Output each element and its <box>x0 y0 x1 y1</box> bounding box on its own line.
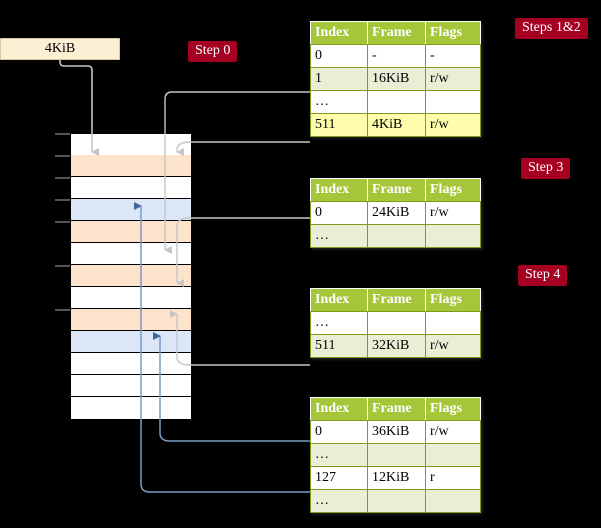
table-pt: Index Frame Flags 0 36KiB r/w … 127 12Ki… <box>310 397 481 513</box>
cell-index: 511 <box>310 113 368 137</box>
cell-flags: r/w <box>425 201 481 225</box>
cell-flags: r/w <box>425 420 481 444</box>
badge-step-4: Step 4 <box>518 265 568 286</box>
column-header-index: Index <box>310 21 368 45</box>
column-header-index: Index <box>310 397 368 421</box>
column-header-index: Index <box>310 288 368 312</box>
table-row: 511 32KiB r/w <box>310 334 481 358</box>
table-pml4: Index Frame Flags 0 - - 1 16KiB r/w … <box>310 21 481 137</box>
cell-index: 1 <box>310 67 368 91</box>
column-header-frame: Frame <box>367 21 426 45</box>
cell-frame <box>367 311 426 335</box>
memory-row <box>71 375 191 397</box>
source-frame-label: 4KiB <box>44 41 76 56</box>
memory-row <box>71 155 191 177</box>
cell-frame: 12KiB <box>367 466 426 490</box>
table-row: 1 16KiB r/w <box>310 67 481 91</box>
badge-steps-1-2: Steps 1&2 <box>515 18 588 39</box>
memory-row <box>71 397 191 419</box>
badge-step-3: Step 3 <box>521 158 571 179</box>
memory-tick <box>55 309 71 311</box>
cell-index: 0 <box>310 420 368 444</box>
cell-index: … <box>310 224 368 248</box>
memory-row <box>71 265 191 287</box>
cell-index: 0 <box>310 44 368 68</box>
memory-row <box>71 221 191 243</box>
cell-flags: r <box>425 466 481 490</box>
cell-frame: 16KiB <box>367 67 426 91</box>
cell-frame <box>367 90 426 114</box>
table-row: … <box>310 489 481 513</box>
cell-flags: r/w <box>425 334 481 358</box>
memory-tick <box>55 199 71 201</box>
table-header-row: Index Frame Flags <box>310 288 481 312</box>
cell-index: 0 <box>310 201 368 225</box>
cell-frame <box>367 224 426 248</box>
table-row: … <box>310 443 481 467</box>
cell-flags <box>425 90 481 114</box>
memory-row <box>71 177 191 199</box>
cell-frame: 36KiB <box>367 420 426 444</box>
cell-flags: r/w <box>425 67 481 91</box>
table-row: 0 - - <box>310 44 481 68</box>
cell-frame <box>367 489 426 513</box>
column-header-flags: Flags <box>425 288 481 312</box>
table-row: 0 24KiB r/w <box>310 201 481 225</box>
cell-frame: 24KiB <box>367 201 426 225</box>
cell-index: … <box>310 489 368 513</box>
column-header-frame: Frame <box>367 178 426 202</box>
cell-flags <box>425 224 481 248</box>
table-row: 127 12KiB r <box>310 466 481 490</box>
table-header-row: Index Frame Flags <box>310 397 481 421</box>
cell-index: … <box>310 443 368 467</box>
cell-frame: 4KiB <box>367 113 426 137</box>
table-row: … <box>310 311 481 335</box>
column-header-index: Index <box>310 178 368 202</box>
column-header-flags: Flags <box>425 397 481 421</box>
memory-tick <box>55 265 71 267</box>
table-pdpt: Index Frame Flags 0 24KiB r/w … <box>310 178 481 248</box>
table-row: 0 36KiB r/w <box>310 420 481 444</box>
cell-flags <box>425 443 481 467</box>
cell-frame: - <box>367 44 426 68</box>
cell-flags: - <box>425 44 481 68</box>
memory-tick <box>55 177 71 179</box>
wire-step4 <box>170 310 310 366</box>
cell-index: 127 <box>310 466 368 490</box>
cell-frame: 32KiB <box>367 334 426 358</box>
memory-row <box>71 287 191 309</box>
cell-flags: r/w <box>425 113 481 137</box>
memory-row <box>71 309 191 331</box>
table-row: … <box>310 224 481 248</box>
table-header-row: Index Frame Flags <box>310 178 481 202</box>
table-row: 511 4KiB r/w <box>310 113 481 137</box>
cell-frame <box>367 443 426 467</box>
cell-flags <box>425 311 481 335</box>
column-header-frame: Frame <box>367 288 426 312</box>
memory-tick <box>55 155 71 157</box>
source-frame-box: 4KiB <box>0 38 120 60</box>
table-header-row: Index Frame Flags <box>310 21 481 45</box>
memory-row <box>71 353 191 375</box>
cell-flags <box>425 489 481 513</box>
wire-steps12-b <box>176 141 310 156</box>
column-header-flags: Flags <box>425 21 481 45</box>
physical-memory-column <box>70 133 191 419</box>
column-header-frame: Frame <box>367 397 426 421</box>
table-pd: Index Frame Flags … 511 32KiB r/w <box>310 288 481 358</box>
table-row: … <box>310 90 481 114</box>
memory-row <box>71 199 191 221</box>
cell-index: … <box>310 311 368 335</box>
wire-step3 <box>176 217 310 287</box>
memory-row <box>71 243 191 265</box>
cell-index: … <box>310 90 368 114</box>
memory-tick <box>55 221 71 223</box>
cell-index: 511 <box>310 334 368 358</box>
badge-step-0: Step 0 <box>188 41 238 62</box>
memory-tick <box>55 133 71 135</box>
column-header-flags: Flags <box>425 178 481 202</box>
memory-row <box>71 134 191 156</box>
memory-row <box>71 331 191 353</box>
